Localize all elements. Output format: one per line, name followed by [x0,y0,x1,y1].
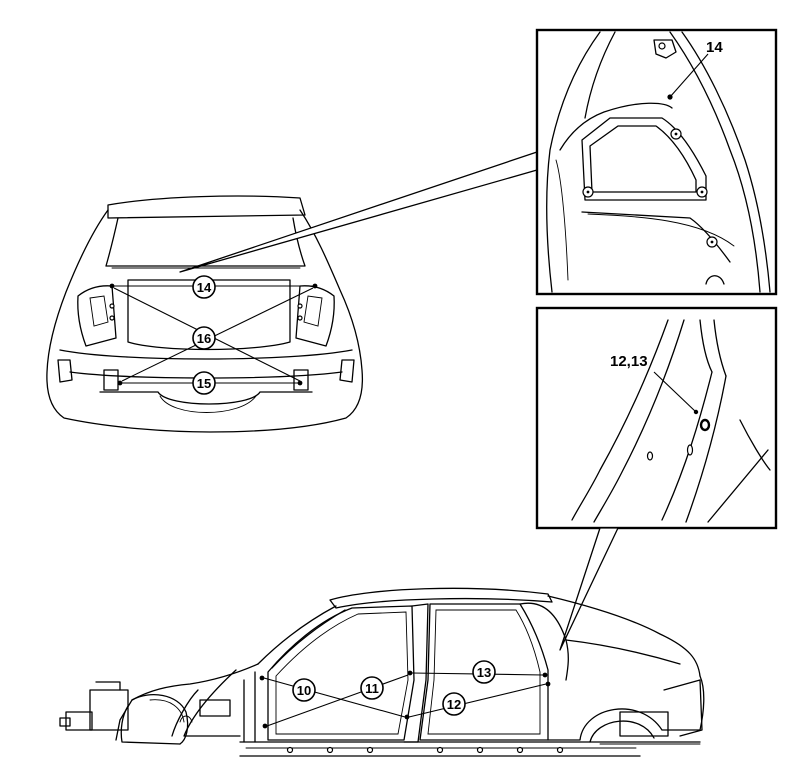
lower-detail-label: 12,13 [610,353,648,370]
leader-to-upper-detail [179,151,538,273]
callout-12-label: 12 [447,697,461,712]
callout-14-label: 14 [197,280,212,295]
upper-detail-view: 14 [535,28,778,296]
callout-11-label: 11 [365,681,379,696]
leader-to-lower-detail [559,527,619,651]
callout-14: 14 [192,275,216,299]
callout-12: 12 [442,692,466,716]
upper-detail-label: 14 [706,39,723,56]
callout-16-label: 16 [197,331,211,346]
callout-10-label: 10 [297,683,311,698]
callout-15-label: 15 [197,376,211,391]
callout-16: 16 [192,326,216,350]
callout-11: 11 [360,676,384,700]
callout-13-label: 13 [477,665,491,680]
callout-13: 13 [472,660,496,684]
callout-15: 15 [192,371,216,395]
lower-detail-view: 12,13 [535,306,778,530]
side-view-body [59,587,705,757]
callout-10: 10 [292,678,316,702]
